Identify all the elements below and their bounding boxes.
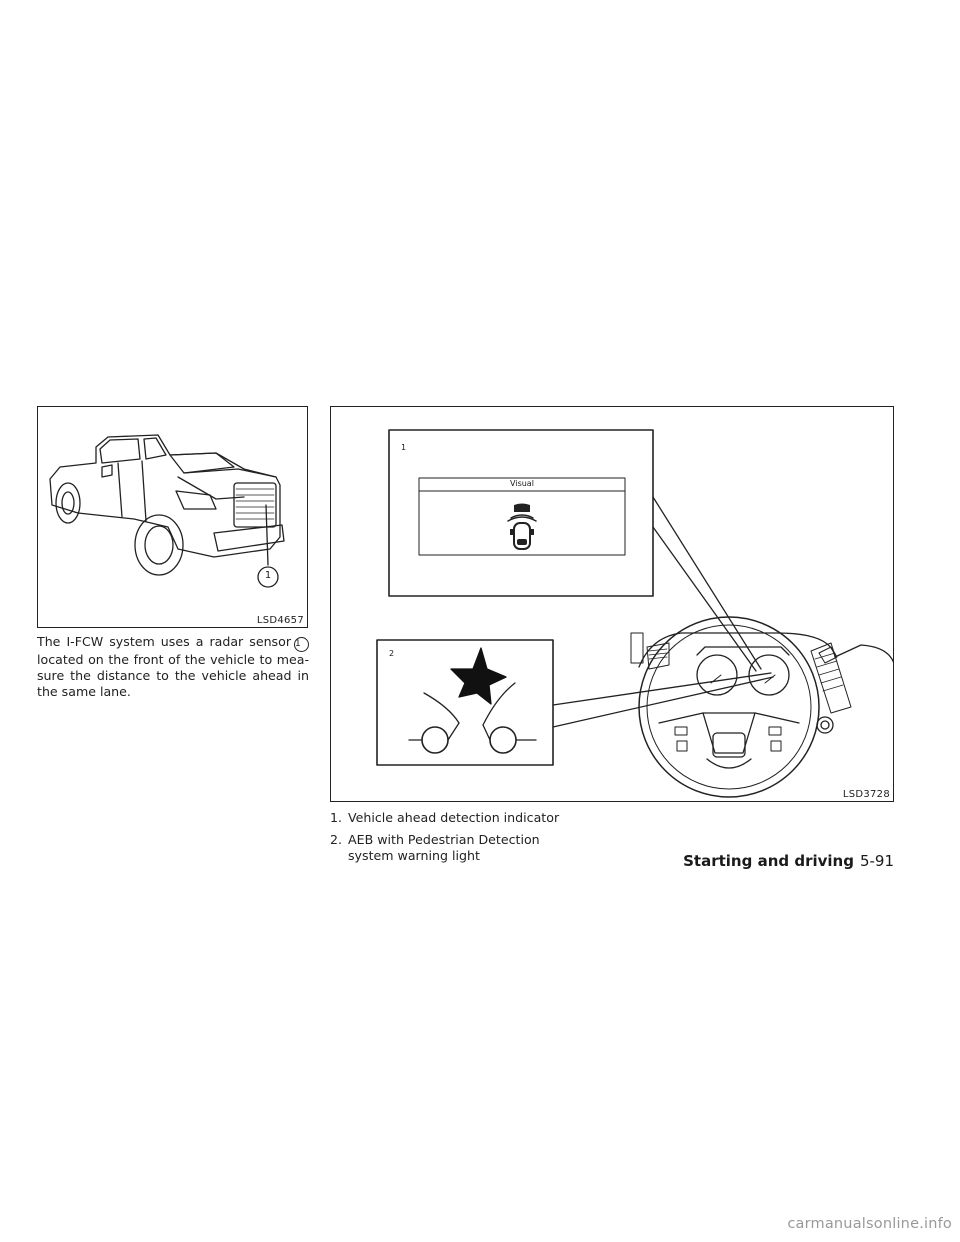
legend-number: 1.	[330, 810, 343, 825]
page-number: 5-91	[859, 852, 894, 870]
truck-figure: 1 LSD4657	[37, 406, 308, 628]
legend-item-1: 1. Vehicle ahead detection indicator	[330, 810, 559, 826]
callout-number: 1	[294, 637, 309, 652]
figure-code: LSD3728	[842, 789, 890, 800]
legend-item-2: 2. AEB with Pedestrian Detection system w…	[330, 832, 540, 864]
figure-code: LSD4657	[256, 615, 304, 626]
page-footer: Starting and driving 5-91	[683, 852, 894, 870]
watermark: carmanualsonline.info	[787, 1216, 952, 1232]
legend-text-continued: system warning light	[348, 848, 480, 863]
paragraph-text-start: The I-FCW system uses a radar sensor	[37, 634, 291, 649]
dashboard-illustration	[376, 429, 893, 798]
paragraph-text-end: located on the front of the vehicle to m…	[37, 652, 309, 699]
legend-number: 2.	[330, 832, 343, 847]
legend-text: Vehicle ahead detection indicator	[348, 810, 560, 825]
callout-number: 1	[264, 570, 272, 581]
inset1-header: Visual	[510, 479, 534, 488]
inset1-label: 1	[401, 443, 407, 452]
legend-text: AEB with Pedestrian Detection	[348, 832, 540, 847]
section-title: Starting and driving	[683, 852, 854, 870]
truck-illustration	[49, 434, 285, 588]
dashboard-figure: 1 Visual 2 LSD3728	[330, 406, 894, 802]
inset2-label: 2	[389, 649, 395, 658]
